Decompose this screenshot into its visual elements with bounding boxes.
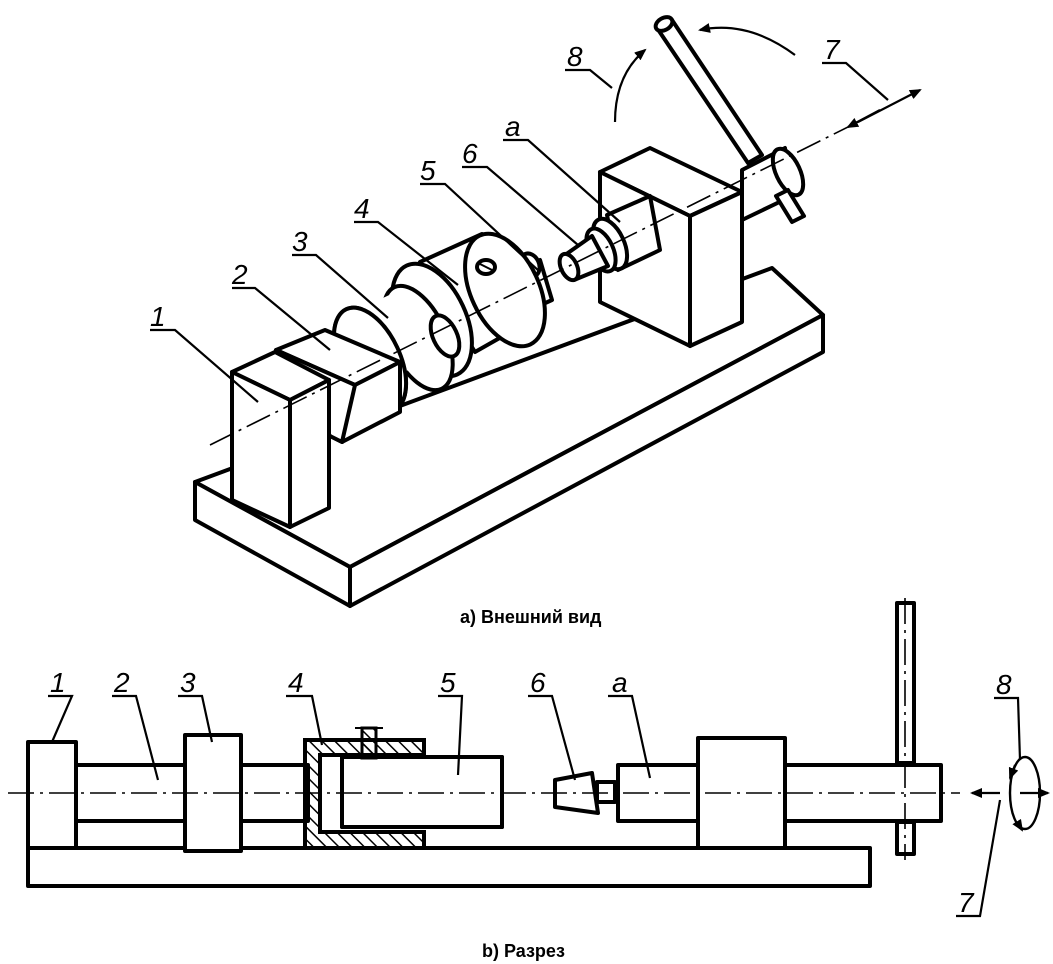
- iso-leaders: [150, 61, 889, 403]
- sec-holder-4: [303, 726, 504, 850]
- sec-label-a: a: [612, 667, 628, 698]
- sec-label-1: 1: [50, 667, 66, 698]
- sec-label-6: 6: [530, 667, 546, 698]
- sec-leaders: [48, 694, 1022, 918]
- sec-label-5: 5: [440, 667, 456, 698]
- iso-label-a: a: [505, 111, 521, 142]
- iso-arrow-8: [613, 23, 796, 123]
- sec-left-block-1: [26, 740, 78, 850]
- iso-handle: [653, 15, 806, 224]
- sec-label-3: 3: [180, 667, 196, 698]
- sec-handle: [895, 598, 916, 860]
- sec-cone-6: [553, 771, 617, 815]
- sec-arrows-7-8: [970, 755, 1050, 832]
- sec-base-plate: [26, 846, 872, 888]
- caption-view-a: a) Внешний вид: [460, 607, 602, 627]
- iso-axis-line: [209, 125, 851, 446]
- caption-view-b: b) Разрез: [482, 941, 565, 961]
- iso-label-2: 2: [231, 259, 248, 290]
- iso-label-5: 5: [420, 155, 436, 186]
- iso-label-7: 7: [824, 34, 841, 65]
- section-view: 1 2 3 4 5 6 a 8 7: [8, 598, 1050, 918]
- sec-label-7: 7: [958, 887, 975, 918]
- iso-label-1: 1: [150, 301, 166, 332]
- iso-arrow-7: [846, 89, 922, 128]
- iso-left-block-1: [230, 350, 331, 529]
- iso-label-4: 4: [354, 193, 370, 224]
- iso-label-3: 3: [292, 226, 308, 257]
- sec-label-2: 2: [113, 667, 130, 698]
- iso-label-8: 8: [567, 41, 583, 72]
- isometric-view: 1 2 3 4 5 6 a 8 7: [150, 15, 922, 608]
- sec-label-4: 4: [288, 667, 304, 698]
- sec-rod-5: [340, 755, 504, 829]
- iso-base-plate: [193, 266, 825, 608]
- iso-label-6: 6: [462, 138, 478, 169]
- iso-cone-6: [557, 234, 610, 283]
- sec-label-8: 8: [996, 669, 1012, 700]
